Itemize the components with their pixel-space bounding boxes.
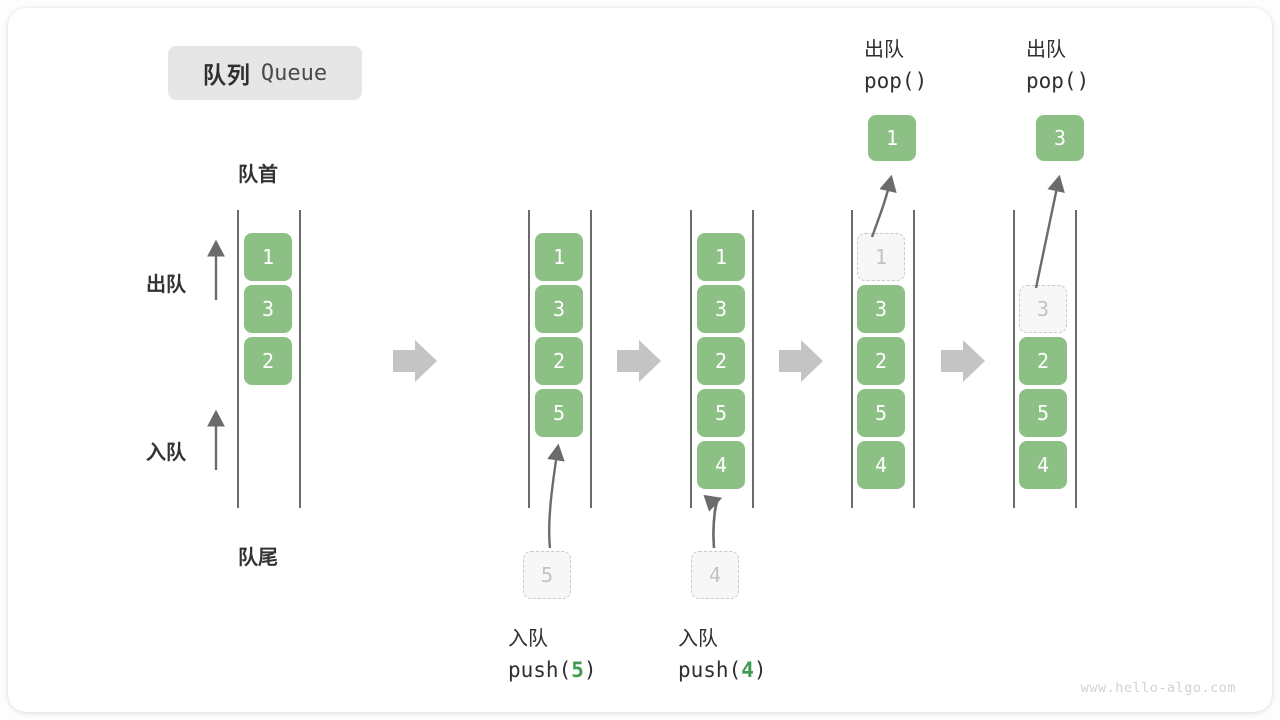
popped-element: 3: [1036, 115, 1084, 161]
queue-cell: 2: [244, 337, 292, 385]
enqueue-direction-label: 入队: [146, 440, 186, 464]
push4-caption-code: push(4): [678, 658, 767, 682]
queue-rail-left-col1: [237, 210, 239, 508]
queue-cell: 1: [244, 233, 292, 281]
front-label: 队首: [238, 162, 278, 186]
pop3-caption-cn: 出队: [1026, 37, 1066, 61]
queue-cell: 1: [535, 233, 583, 281]
queue-cell: 2: [535, 337, 583, 385]
queue-cell-new: 5: [535, 389, 583, 437]
push4-caption-cn: 入队: [678, 626, 718, 650]
queue-cell: 3: [697, 285, 745, 333]
pop3-caption-code: pop(): [1026, 69, 1090, 93]
step-separator-icon: [941, 340, 985, 382]
queue-rail-left-col5: [1013, 210, 1015, 508]
queue-cell: 4: [1019, 441, 1067, 489]
queue-cell: 5: [857, 389, 905, 437]
step-separator-icon: [617, 340, 661, 382]
queue-cell: 3: [244, 285, 292, 333]
diagram-title-chip: 队列 Queue: [168, 46, 362, 100]
dequeue-direction-label: 出队: [146, 272, 186, 296]
diagram-title-cn: 队列: [202, 63, 251, 89]
queue-rail-left-col4: [851, 210, 853, 508]
queue-cell-removed-ghost: 3: [1019, 285, 1067, 333]
queue-cell: 2: [1019, 337, 1067, 385]
pop1-caption-cn: 出队: [864, 37, 904, 61]
queue-cell: 4: [857, 441, 905, 489]
rear-label: 队尾: [238, 545, 278, 569]
queue-rail-right-col1: [299, 210, 301, 508]
queue-rail-left-col3: [690, 210, 692, 508]
pop3-arrow: [1034, 174, 1065, 289]
queue-rail-right-col4: [913, 210, 915, 508]
diagram-title-en: Queue: [260, 60, 328, 86]
queue-cell: 2: [697, 337, 745, 385]
incoming-element-ghost: 5: [523, 551, 571, 599]
queue-cell: 2: [857, 337, 905, 385]
pop1-caption-code: pop(): [864, 69, 928, 93]
queue-cell: 5: [1019, 389, 1067, 437]
push5-arrow: [547, 443, 565, 549]
queue-cell-new: 4: [697, 441, 745, 489]
incoming-element-ghost: 4: [691, 551, 739, 599]
watermark: www.hello-algo.com: [1080, 680, 1236, 696]
step-separator-icon: [779, 340, 823, 382]
push5-caption-cn: 入队: [508, 626, 548, 650]
queue-cell: 3: [535, 285, 583, 333]
queue-rail-right-col2: [590, 210, 592, 508]
popped-element: 1: [868, 115, 916, 161]
queue-rail-right-col5: [1075, 210, 1077, 508]
push5-caption-code: push(5): [508, 658, 597, 682]
push4-arrow: [703, 494, 723, 549]
queue-cell: 1: [697, 233, 745, 281]
queue-cell: 3: [857, 285, 905, 333]
pop1-arrow: [870, 174, 897, 238]
queue-rail-left-col2: [528, 210, 530, 508]
queue-cell: 5: [697, 389, 745, 437]
step-separator-icon: [393, 340, 437, 382]
queue-cell-removed-ghost: 1: [857, 233, 905, 281]
queue-rail-right-col3: [752, 210, 754, 508]
